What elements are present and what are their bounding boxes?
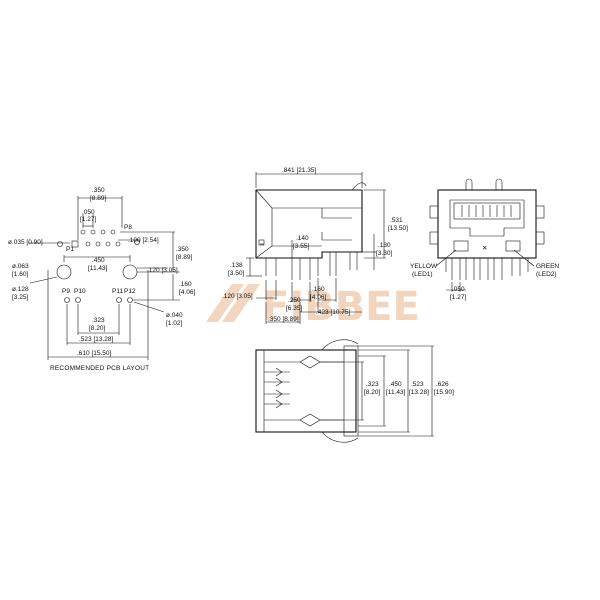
side-dim-635-mm: [6.35] bbox=[286, 305, 302, 312]
side-view: .841 [21.35] .531 [13.50] .140 [3.55] .1… bbox=[222, 167, 408, 324]
side-dim-406-mm: [4.06] bbox=[310, 294, 326, 301]
led1-label: (LED1) bbox=[412, 271, 433, 278]
dim-100: .100 [2.54] bbox=[128, 237, 159, 244]
front-dim-127-mm: [1.27] bbox=[450, 294, 466, 301]
dim-450-in: .450 bbox=[92, 257, 105, 264]
side-dim-140-in: .140 bbox=[296, 235, 309, 242]
top-dim-323-in: .323 bbox=[366, 381, 379, 388]
dim-063: ø.063 bbox=[12, 263, 29, 270]
dim-406-mm: [4.06] bbox=[179, 289, 195, 296]
top-dim-820-mm: [8.20] bbox=[364, 389, 380, 396]
side-dim-160-in: .160 bbox=[312, 286, 325, 293]
side-dim-841: .841 [21.35] bbox=[282, 167, 317, 174]
pin-label-p9: P9 bbox=[62, 288, 70, 295]
side-dim-120: .120 [3.05] bbox=[222, 293, 253, 300]
svg-text:✕: ✕ bbox=[482, 245, 487, 252]
pin1-square-pad bbox=[71, 240, 79, 248]
pcb-layout: .350 [8.89] .050 [1.27] P8 .100 [2.54] ø… bbox=[8, 187, 195, 372]
dim-889b-mm: [8.89] bbox=[176, 254, 192, 261]
pin-label-p12: P12 bbox=[124, 288, 136, 295]
side-dim-1350-mm: [13.50] bbox=[388, 225, 408, 232]
dim-325-mm: [3.25] bbox=[12, 294, 28, 301]
top-dim-1590-mm: [15.90] bbox=[434, 389, 454, 396]
dim-120: .120 [3.05] bbox=[147, 267, 178, 274]
dim-050-in: .050 bbox=[82, 209, 95, 216]
pin-label-p8: P8 bbox=[124, 224, 132, 231]
top-dim-1328-mm: [13.28] bbox=[409, 389, 429, 396]
watermark: FIBBEE bbox=[206, 284, 420, 330]
dim-350b-in: .350 bbox=[176, 246, 189, 253]
dim-523: .523 [13.28] bbox=[79, 336, 114, 343]
front-dim-050-in: .050 bbox=[452, 286, 465, 293]
side-dim-130-in: .130 bbox=[378, 242, 391, 249]
dim-350-in: .350 bbox=[92, 187, 105, 194]
yellow-led-label: YELLOW bbox=[410, 263, 438, 270]
top-dim-450-in: .450 bbox=[389, 381, 402, 388]
top-dim-523-in: .523 bbox=[411, 381, 424, 388]
dim-128: ø.128 bbox=[12, 286, 29, 293]
side-dim-138-in: .138 bbox=[230, 262, 243, 269]
dim-1143-mm: [11.43] bbox=[88, 265, 108, 272]
dim-160-in: .160 bbox=[179, 281, 192, 288]
dim-889-mm: [8.89] bbox=[90, 195, 106, 202]
dim-323-in: .323 bbox=[92, 317, 105, 324]
dim-820-mm: [8.20] bbox=[89, 325, 105, 332]
side-dim-531-in: .531 bbox=[390, 217, 403, 224]
dim-102-mm: [1.02] bbox=[166, 320, 182, 327]
side-dim-350b: .350 [8.89] bbox=[268, 316, 299, 323]
dim-040: ø.040 bbox=[166, 312, 183, 319]
led2-label: (LED2) bbox=[536, 271, 557, 278]
pcb-layout-caption: RECOMMENDED PCB LAYOUT bbox=[50, 365, 149, 372]
top-view: .323 [8.20] .450 [11.43] .523 [13.28] .6… bbox=[255, 339, 454, 443]
dim-610: .610 [15.50] bbox=[77, 350, 112, 357]
front-view: ✕ YELLOW (LED1) GREEN (LED2) .050 [1.27] bbox=[410, 178, 559, 301]
pin-label-p1: P1 bbox=[66, 246, 74, 253]
dim-160-mm: [1.60] bbox=[12, 271, 28, 278]
top-dim-626-in: .626 bbox=[436, 381, 449, 388]
watermark-text: FIBBEE bbox=[262, 284, 420, 330]
side-dim-330-mm: [3.30] bbox=[376, 250, 392, 257]
side-dim-355-mm: [3.55] bbox=[293, 243, 309, 250]
side-dim-350-mm: [3.50] bbox=[228, 270, 244, 277]
side-dim-250-in: .250 bbox=[288, 297, 301, 304]
top-dim-1143-mm: [11.43] bbox=[386, 389, 406, 396]
dim-035: ø.035 [0.90] bbox=[8, 239, 43, 246]
pin-label-p10: P10 bbox=[74, 288, 86, 295]
dim-127-mm: [1.27] bbox=[80, 216, 96, 223]
side-dim-423: .423 [10.75] bbox=[316, 309, 351, 316]
pin-label-p11: P11 bbox=[112, 288, 123, 295]
green-led-label: GREEN bbox=[536, 263, 559, 270]
